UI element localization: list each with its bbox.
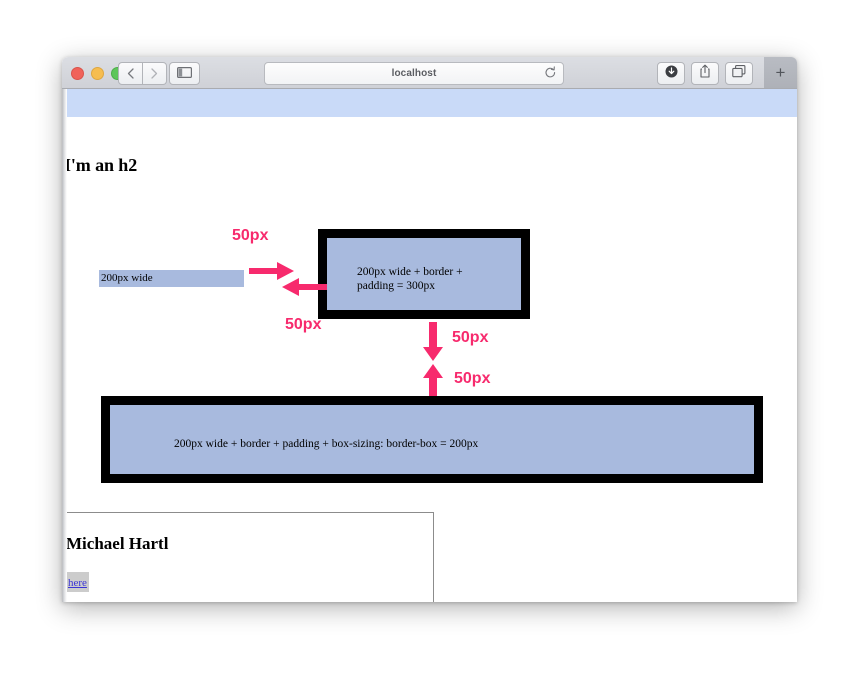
share-button[interactable] bbox=[691, 62, 719, 85]
back-button[interactable] bbox=[118, 62, 143, 85]
bio-card-link[interactable]: here bbox=[68, 577, 87, 589]
browser-titlebar: localhost bbox=[62, 57, 797, 89]
share-icon bbox=[699, 64, 711, 83]
reload-icon[interactable] bbox=[544, 66, 557, 85]
annotation-50px-down: 50px bbox=[452, 329, 489, 346]
bio-card-link-wrapper[interactable]: here bbox=[66, 572, 89, 592]
sidebar-toggle-icon bbox=[177, 65, 193, 83]
arrow-up bbox=[422, 363, 444, 408]
url-bar[interactable]: localhost bbox=[264, 62, 564, 85]
annotation-50px-bottom-left: 50px bbox=[285, 316, 322, 333]
plus-icon: + bbox=[775, 63, 786, 82]
box-content-box-label: 200px wide + border + padding = 300px bbox=[357, 266, 463, 292]
bio-card: Michael Hartl here Known for his dazzlin… bbox=[63, 512, 434, 602]
bar-label: 200px wide bbox=[101, 272, 153, 284]
box-border-box: 200px wide + border + padding + box-sizi… bbox=[101, 396, 763, 483]
annotation-50px-up: 50px bbox=[454, 370, 491, 387]
tab-overview-icon bbox=[732, 64, 746, 83]
new-tab-button[interactable]: + bbox=[764, 57, 797, 88]
traffic-lights bbox=[71, 67, 124, 80]
url-text: localhost bbox=[391, 68, 437, 79]
page-left-edge-shadow bbox=[62, 89, 67, 602]
arrow-down bbox=[422, 322, 444, 367]
page-viewport: I'm an h2 200px wide 200px wide + border… bbox=[62, 89, 797, 602]
chevron-right-icon bbox=[151, 68, 158, 79]
bar-200px-wide: 200px wide bbox=[99, 270, 244, 287]
page-top-band bbox=[62, 89, 797, 117]
forward-button[interactable] bbox=[143, 62, 167, 85]
close-window-button[interactable] bbox=[71, 67, 84, 80]
sidebar-toggle-button[interactable] bbox=[169, 62, 200, 85]
downloads-button[interactable] bbox=[657, 62, 685, 85]
browser-window: localhost bbox=[62, 57, 797, 602]
box-content-box: 200px wide + border + padding = 300px bbox=[318, 229, 530, 319]
minimize-window-button[interactable] bbox=[91, 67, 104, 80]
arrow-left-bottom bbox=[281, 275, 327, 304]
chevron-left-icon bbox=[127, 68, 134, 79]
navigation-buttons bbox=[118, 62, 167, 85]
tab-overview-button[interactable] bbox=[725, 62, 753, 85]
download-icon bbox=[665, 65, 678, 83]
annotation-50px-top-left: 50px bbox=[232, 227, 269, 244]
box-border-box-label: 200px wide + border + padding + box-sizi… bbox=[174, 438, 479, 450]
arrow-right-top bbox=[249, 259, 295, 288]
bio-card-title: Michael Hartl bbox=[66, 534, 169, 553]
page-title: I'm an h2 bbox=[64, 155, 138, 175]
toolbar-right-buttons bbox=[657, 62, 753, 85]
